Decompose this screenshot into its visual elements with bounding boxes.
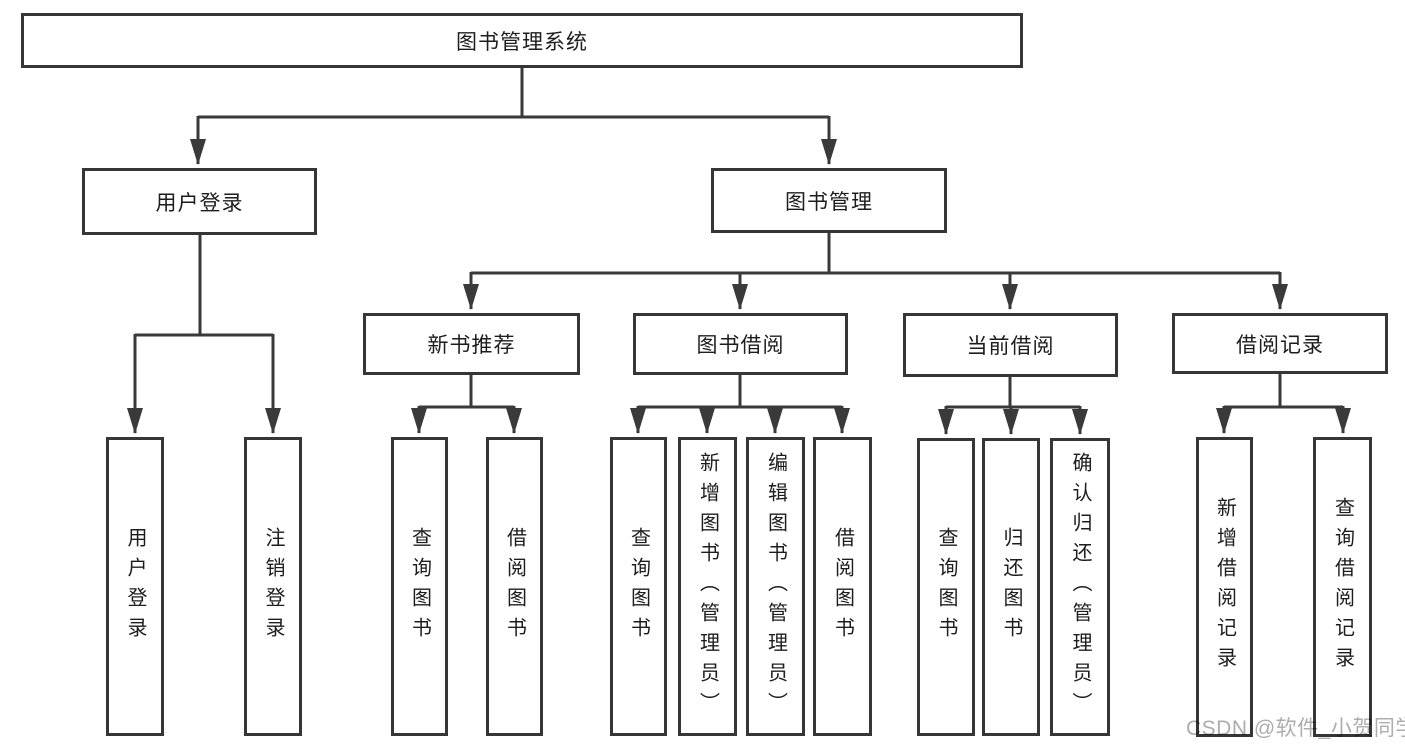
leaf-borrowing-borrow-books-label: 借阅图书	[831, 526, 854, 647]
node-new-book-recommend: 新书推荐	[363, 313, 580, 375]
leaf-newbook-query-books-label: 查询图书	[408, 526, 431, 647]
node-borrowing-records-label: 借阅记录	[1236, 333, 1324, 357]
node-root: 图书管理系统	[21, 13, 1023, 68]
leaf-borrowing-query-books-label: 查询图书	[627, 526, 650, 647]
leaf-current-return-books-label: 归还图书	[1000, 527, 1022, 647]
leaf-current-query-books-label: 查询图书	[935, 527, 957, 647]
node-book-borrowing-label: 图书借阅	[696, 334, 785, 357]
node-user-login-label: 用户登录	[155, 191, 244, 215]
leaf-current-confirm-return-admin: 确认归还（管理员）	[1050, 438, 1110, 736]
node-current-borrowing: 当前借阅	[903, 313, 1118, 377]
leaf-records-add-record: 新增借阅记录	[1196, 437, 1253, 737]
node-book-management-label: 图书管理	[785, 190, 873, 214]
leaf-records-add-record-label: 新增借阅记录	[1213, 497, 1236, 677]
leaf-newbook-borrow-books: 借阅图书	[486, 437, 543, 736]
leaf-newbook-query-books: 查询图书	[391, 437, 448, 736]
leaf-borrowing-borrow-books: 借阅图书	[813, 437, 872, 736]
node-book-management: 图书管理	[711, 168, 947, 233]
node-current-borrowing-label: 当前借阅	[966, 335, 1055, 358]
node-book-borrowing: 图书借阅	[633, 313, 848, 375]
leaf-records-query-record-label: 查询借阅记录	[1331, 497, 1354, 677]
leaf-logout-label: 注销登录	[262, 526, 284, 647]
leaf-user-login-label: 用户登录	[124, 526, 146, 647]
leaf-newbook-borrow-books-label: 借阅图书	[503, 526, 526, 647]
leaf-user-login: 用户登录	[106, 437, 164, 736]
node-user-login: 用户登录	[82, 168, 317, 235]
node-new-book-recommend-label: 新书推荐	[427, 334, 516, 357]
leaf-borrowing-add-books-admin: 新增图书（管理员）	[678, 437, 737, 736]
leaf-current-query-books: 查询图书	[917, 438, 975, 736]
leaf-borrowing-add-books-admin-label: 新增图书（管理员）	[696, 451, 719, 722]
leaf-records-query-record: 查询借阅记录	[1313, 437, 1372, 737]
leaf-current-return-books: 归还图书	[982, 438, 1040, 736]
node-borrowing-records: 借阅记录	[1172, 313, 1388, 374]
node-root-label: 图书管理系统	[456, 30, 588, 54]
leaf-logout: 注销登录	[244, 437, 302, 736]
leaf-borrowing-query-books: 查询图书	[610, 437, 667, 736]
leaf-borrowing-edit-books-admin-label: 编辑图书（管理员）	[764, 451, 787, 722]
leaf-current-confirm-return-admin-label: 确认归还（管理员）	[1069, 452, 1091, 722]
leaf-borrowing-edit-books-admin: 编辑图书（管理员）	[746, 437, 805, 736]
watermark: CSDN @软件_小贺同学	[1186, 717, 1405, 740]
